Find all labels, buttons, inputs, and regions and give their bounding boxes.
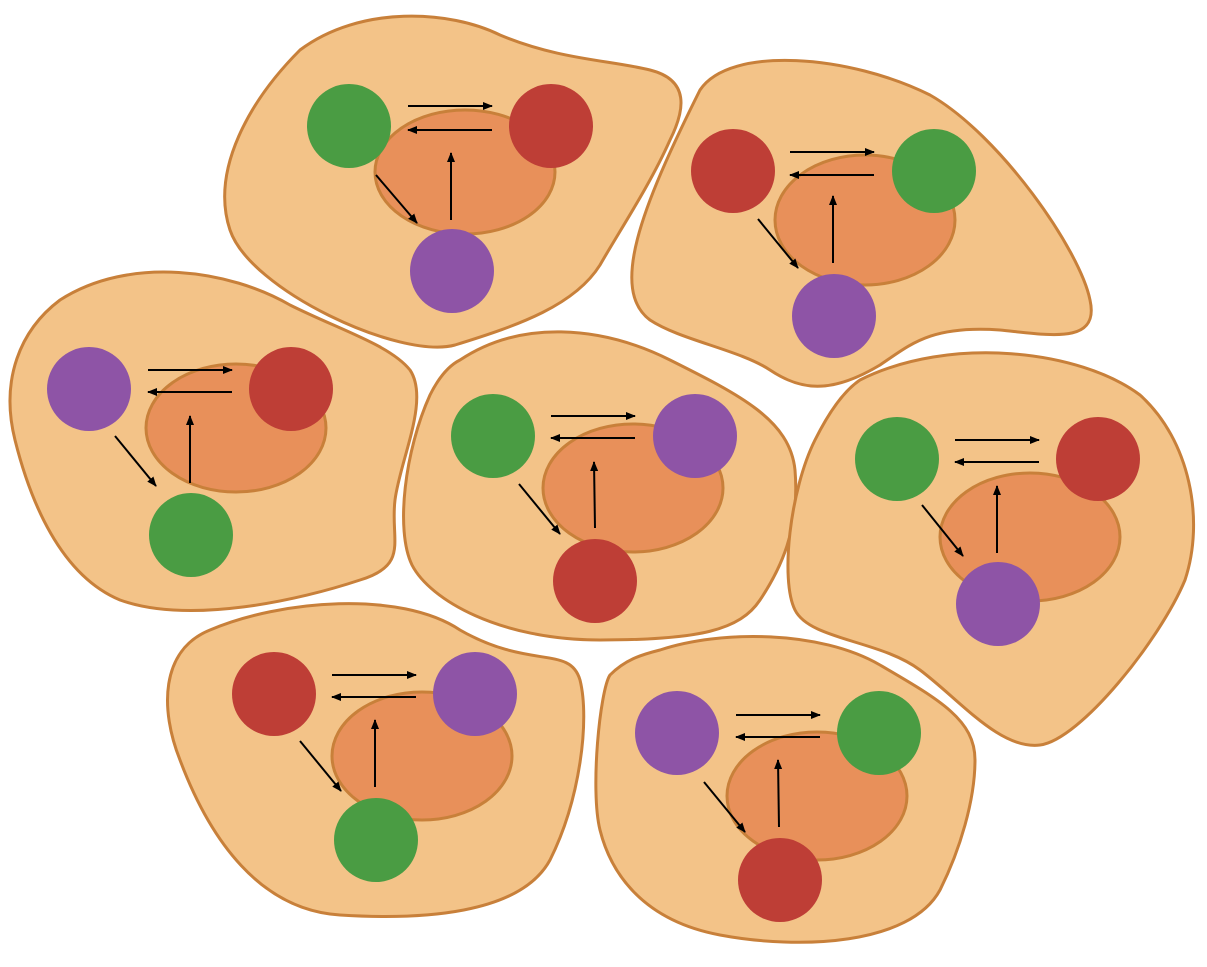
purple-particle: [653, 394, 737, 478]
cell-6: [166, 602, 586, 918]
purple-particle: [433, 652, 517, 736]
arrow: [114, 435, 157, 487]
cell-7: [594, 634, 977, 944]
cell-4: [402, 330, 798, 642]
cell-5: [786, 351, 1196, 747]
purple-particle: [792, 274, 876, 358]
green-particle: [837, 691, 921, 775]
arrow: [299, 740, 342, 792]
green-particle: [149, 493, 233, 577]
cell-2: [630, 58, 1093, 388]
arrow: [921, 504, 964, 557]
cells-layer: [8, 14, 1196, 944]
red-particle: [249, 347, 333, 431]
arrow: [757, 218, 799, 269]
arrow: [518, 483, 561, 535]
arrow: [774, 759, 783, 828]
green-particle: [307, 84, 391, 168]
green-particle: [892, 129, 976, 213]
purple-particle: [410, 229, 494, 313]
green-particle: [855, 417, 939, 501]
red-particle: [1056, 417, 1140, 501]
cell-3: [8, 270, 419, 612]
green-particle: [334, 798, 418, 882]
cell-1: [223, 14, 683, 349]
red-particle: [691, 129, 775, 213]
purple-particle: [635, 691, 719, 775]
green-particle: [451, 394, 535, 478]
red-particle: [553, 539, 637, 623]
arrow: [590, 461, 599, 529]
purple-particle: [956, 562, 1040, 646]
red-particle: [232, 652, 316, 736]
arrow: [375, 174, 418, 224]
red-particle: [738, 838, 822, 922]
red-particle: [509, 84, 593, 168]
arrow: [703, 781, 746, 833]
purple-particle: [47, 347, 131, 431]
